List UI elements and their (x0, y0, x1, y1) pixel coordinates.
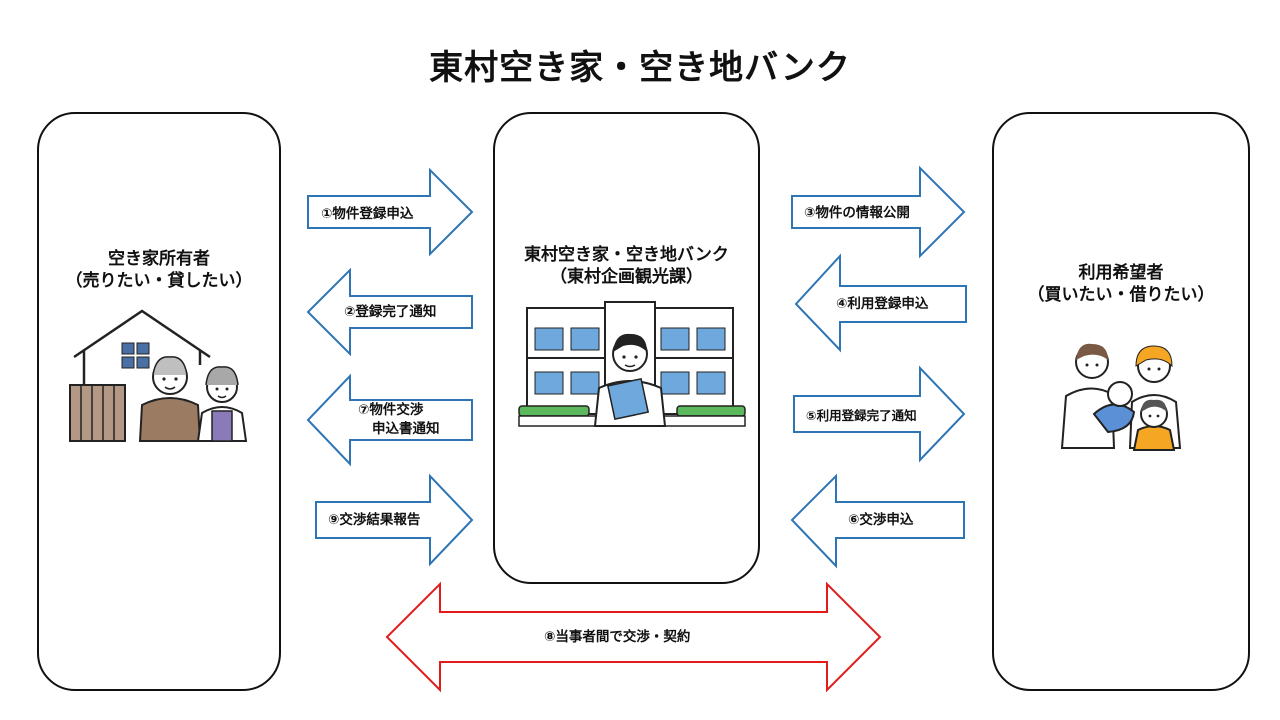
bank-title: 東村空き家・空き地バンク （東村企画観光課） (493, 244, 760, 288)
arrow-4-label: ④利用登録申込 (836, 296, 929, 312)
owner-title: 空き家所有者 （売りたい・貸したい） (37, 248, 281, 292)
arrow-8-label: ⑧当事者間で交渉・契約 (544, 629, 691, 645)
arrow-1-right (307, 167, 474, 257)
owner-title-line2: （売りたい・貸したい） (65, 271, 253, 291)
arrow-9-label: ⑨交渉結果報告 (328, 512, 421, 528)
owner-house-illustration (69, 309, 248, 442)
arrow-2-label: ②登録完了通知 (344, 304, 437, 320)
arrow-3-label: ③物件の情報公開 (804, 205, 910, 221)
arrow-7-label-line1: ⑦物件交渉 (358, 402, 424, 418)
arrow-2-left (306, 267, 473, 357)
user-title: 利用希望者 （買いたい・借りたい） (992, 262, 1250, 306)
bank-title-line2: （東村企画観光課） (550, 267, 703, 287)
family-illustration (1060, 343, 1182, 451)
user-title-line1: 利用希望者 (1078, 263, 1164, 283)
arrow-4-left (794, 253, 967, 353)
arrow-7-label-line2: 申込書通知 (372, 421, 440, 437)
arrow-8-double (385, 581, 882, 693)
page-title: 東村空き家・空き地バンク (429, 48, 851, 88)
arrow-3-right (791, 165, 966, 259)
user-title-line2: （買いたい・借りたい） (1027, 285, 1215, 305)
bank-title-line1: 東村空き家・空き地バンク (524, 245, 729, 265)
arrow-6-left (790, 473, 965, 569)
arrow-5-label: ⑤利用登録完了通知 (806, 408, 917, 423)
bank-building-illustration (518, 301, 746, 427)
arrow-7-left (306, 373, 473, 467)
arrow-5-right (793, 365, 966, 463)
owner-title-line1: 空き家所有者 (108, 249, 210, 269)
arrow-1-label: ①物件登録申込 (321, 206, 414, 222)
arrow-6-label: ⑥交渉申込 (848, 512, 914, 528)
arrow-7-label: ⑦物件交渉 申込書通知 (358, 401, 440, 439)
arrow-9-right (315, 473, 474, 567)
